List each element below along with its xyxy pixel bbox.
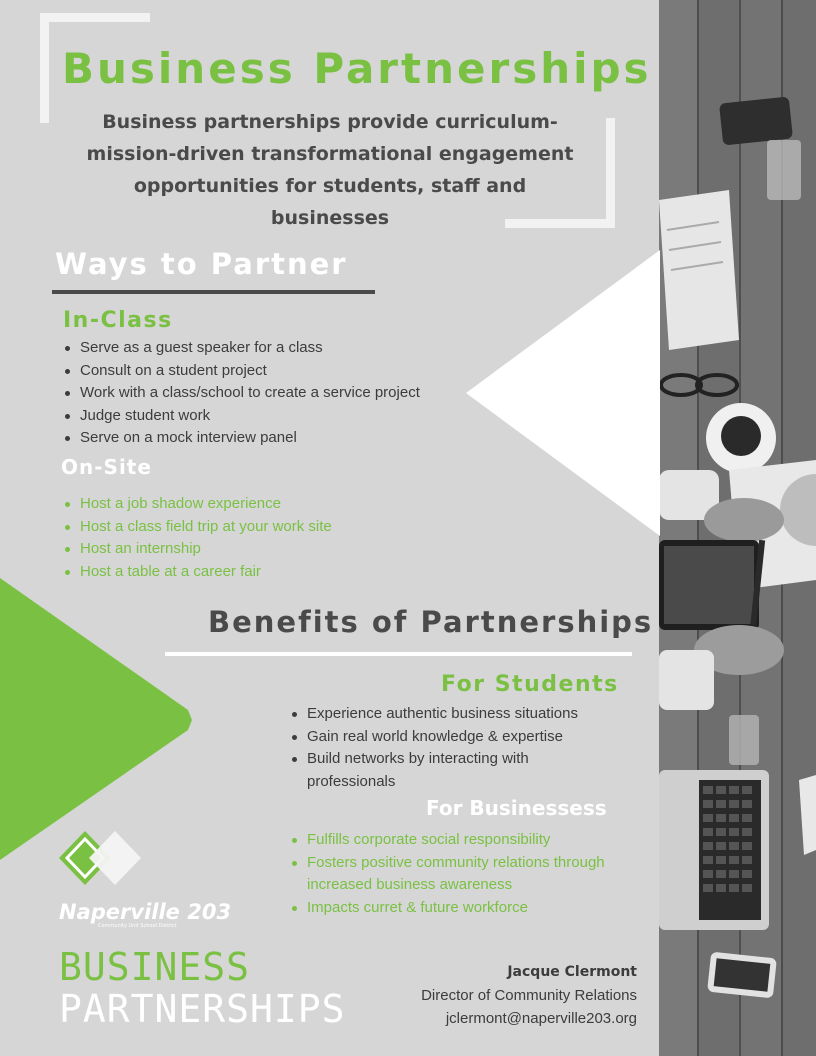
list-item: Host a job shadow experience [63, 493, 332, 516]
benefits-heading: Benefits of Partnerships [208, 605, 654, 639]
students-benefits-list: Experience authentic business situations… [290, 703, 578, 793]
businesses-benefits-list: Fulfills corporate social responsibility… [290, 829, 637, 919]
page-subtitle: Business partnerships provide curriculum… [86, 111, 574, 229]
list-item: Fosters positive community relations thr… [290, 852, 637, 897]
for-students-heading: For Students [441, 672, 619, 697]
list-item: Serve on a mock interview panel [63, 427, 420, 450]
page-title: Business Partnerships [62, 44, 652, 93]
list-item: Work with a class/school to create a ser… [63, 382, 420, 405]
ways-heading: Ways to Partner [55, 247, 348, 281]
contact-block: Jacque Clermont Director of Community Re… [421, 960, 637, 1030]
green-white-diamond-logo-icon [59, 831, 141, 885]
district-logo-name: Naperville 203 [59, 900, 232, 924]
list-item: Host an internship [63, 538, 332, 561]
list-item: Serve as a guest speaker for a class [63, 337, 420, 360]
list-item: Impacts curret & future workforce [290, 897, 637, 920]
in-class-heading: In-Class [63, 308, 173, 333]
branding-line-1: BUSINESS [59, 945, 251, 989]
list-item: Fulfills corporate social responsibility [290, 829, 637, 852]
bottom-right-bracket [505, 118, 615, 228]
contact-email[interactable]: jclermont@naperville203.org [445, 1010, 637, 1027]
on-site-heading: On-Site [61, 455, 152, 479]
list-item: Build networks by interacting with profe… [290, 748, 567, 793]
green-triangle-decoration [0, 578, 192, 860]
list-item: Experience authentic business situations [290, 703, 578, 726]
for-businesses-heading: For Businessess [426, 796, 607, 820]
ways-divider [52, 290, 375, 294]
white-triangle-decoration [466, 250, 660, 536]
list-item: Judge student work [63, 405, 420, 428]
desk-photo-illustration [659, 0, 816, 1056]
list-item: Gain real world knowledge & expertise [290, 726, 578, 749]
top-left-bracket [40, 13, 150, 123]
list-item: Host a table at a career fair [63, 561, 332, 584]
branding-line-2: PARTNERSHIPS [59, 987, 346, 1031]
benefits-divider [165, 652, 632, 656]
contact-name: Jacque Clermont [507, 964, 637, 980]
contact-role: Director of Community Relations [421, 987, 637, 1004]
in-class-list: Serve as a guest speaker for a class Con… [63, 337, 420, 450]
district-logo-tagline: Community Unit School District [98, 923, 177, 929]
list-item: Consult on a student project [63, 360, 420, 383]
list-item: Host a class field trip at your work sit… [63, 516, 332, 539]
desk-photo [659, 0, 816, 1056]
on-site-list: Host a job shadow experience Host a clas… [63, 493, 332, 583]
